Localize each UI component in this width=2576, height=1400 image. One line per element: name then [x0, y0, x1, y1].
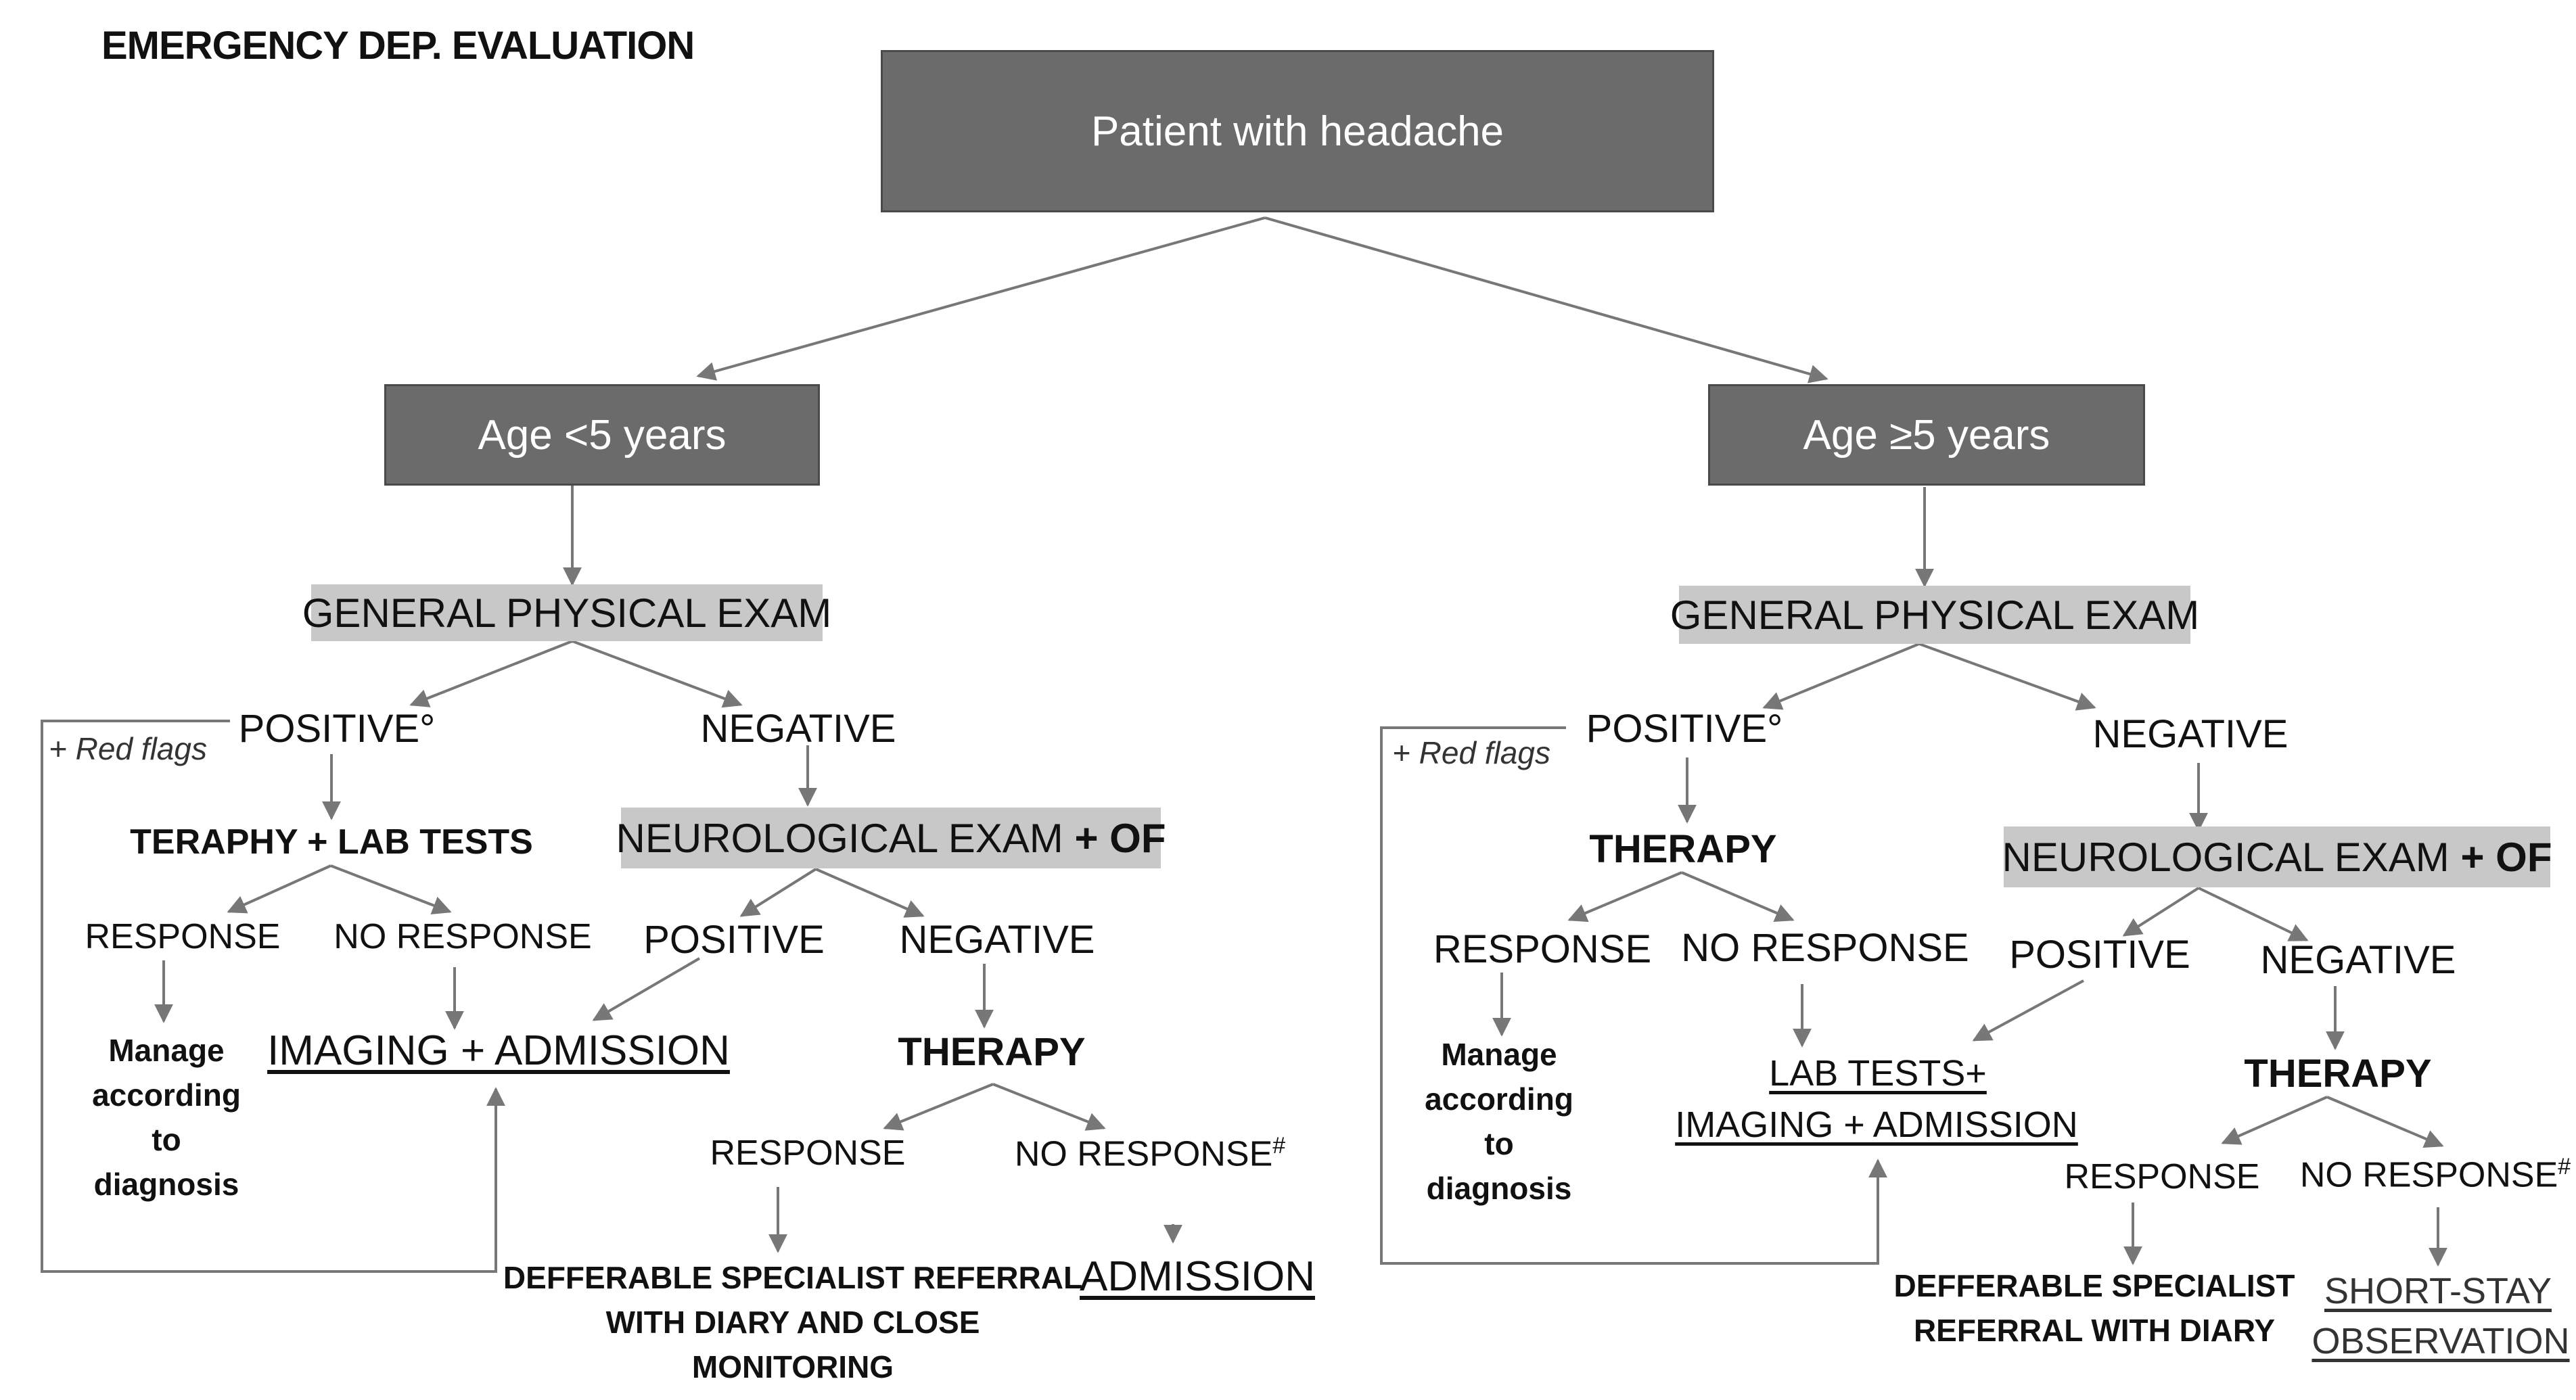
left-therapy-no-response: NO RESPONSE#	[1014, 1133, 1286, 1174]
age-under-5-node: Age <5 years	[384, 384, 820, 486]
left-neuro-positive-label: POSITIVE	[643, 918, 825, 962]
right-response-label: RESPONSE	[1433, 927, 1652, 971]
right-short-stay: SHORT-STAY	[2324, 1271, 2552, 1311]
right-neuro-positive-label: POSITIVE	[2009, 933, 2190, 977]
age-5-plus-node: Age ≥5 years	[1708, 384, 2145, 486]
left-admission: ADMISSION	[1080, 1253, 1315, 1300]
right-therapy: THERAPY	[2244, 1052, 2432, 1096]
right-neurological-exam: NEUROLOGICAL EXAM + OF	[2002, 826, 2552, 887]
left-therapy: THERAPY	[898, 1030, 1086, 1074]
right-general-exam: GENERAL PHYSICAL EXAM	[1670, 586, 2199, 644]
right-imaging-admission: IMAGING + ADMISSION	[1675, 1104, 2078, 1145]
left-red-flags: + Red flags	[49, 731, 207, 766]
left-general-exam: GENERAL PHYSICAL EXAM	[302, 584, 831, 641]
right-therapy-no-response: NO RESPONSE#	[2299, 1154, 2571, 1195]
diagram-title: EMERGENCY DEP. EVALUATION	[101, 24, 695, 68]
right-therapy-response: RESPONSE	[2064, 1157, 2260, 1196]
right-neuro-negative-label: NEGATIVE	[2260, 938, 2456, 982]
right-positive-label: POSITIVE°	[1586, 707, 1783, 751]
right-manage-text: Manage according to diagnosis	[1425, 1037, 1573, 1206]
left-manage-text: Manage according to diagnosis	[92, 1033, 241, 1202]
left-negative-label: NEGATIVE	[700, 707, 896, 751]
right-observation: OBSERVATION	[2312, 1321, 2570, 1361]
left-teraphy-lab-tests: TERAPHY + LAB TESTS	[130, 822, 533, 862]
right-referral-text: DEFFERABLE SPECIALIST REFERRAL WITH DIAR…	[1893, 1268, 2295, 1348]
left-positive-label: POSITIVE°	[238, 707, 436, 751]
left-neurological-exam: NEUROLOGICAL EXAM + OF	[616, 808, 1166, 868]
left-imaging-admission: IMAGING + ADMISSION	[267, 1027, 730, 1074]
left-therapy-response: RESPONSE	[710, 1134, 906, 1173]
root-node: Patient with headache	[881, 50, 1714, 212]
right-therapy-top: THERAPY	[1589, 827, 1777, 871]
left-referral-text: DEFFERABLE SPECIALIST REFERRAL WITH DIAR…	[503, 1260, 1083, 1384]
right-lab-tests: LAB TESTS+	[1769, 1053, 1987, 1094]
left-neuro-negative-label: NEGATIVE	[899, 918, 1095, 962]
left-no-response-label: NO RESPONSE	[334, 917, 592, 956]
right-negative-label: NEGATIVE	[2092, 712, 2288, 756]
left-response-label: RESPONSE	[85, 917, 281, 956]
right-no-response-label: NO RESPONSE	[1681, 926, 1969, 970]
right-red-flags: + Red flags	[1392, 735, 1550, 770]
